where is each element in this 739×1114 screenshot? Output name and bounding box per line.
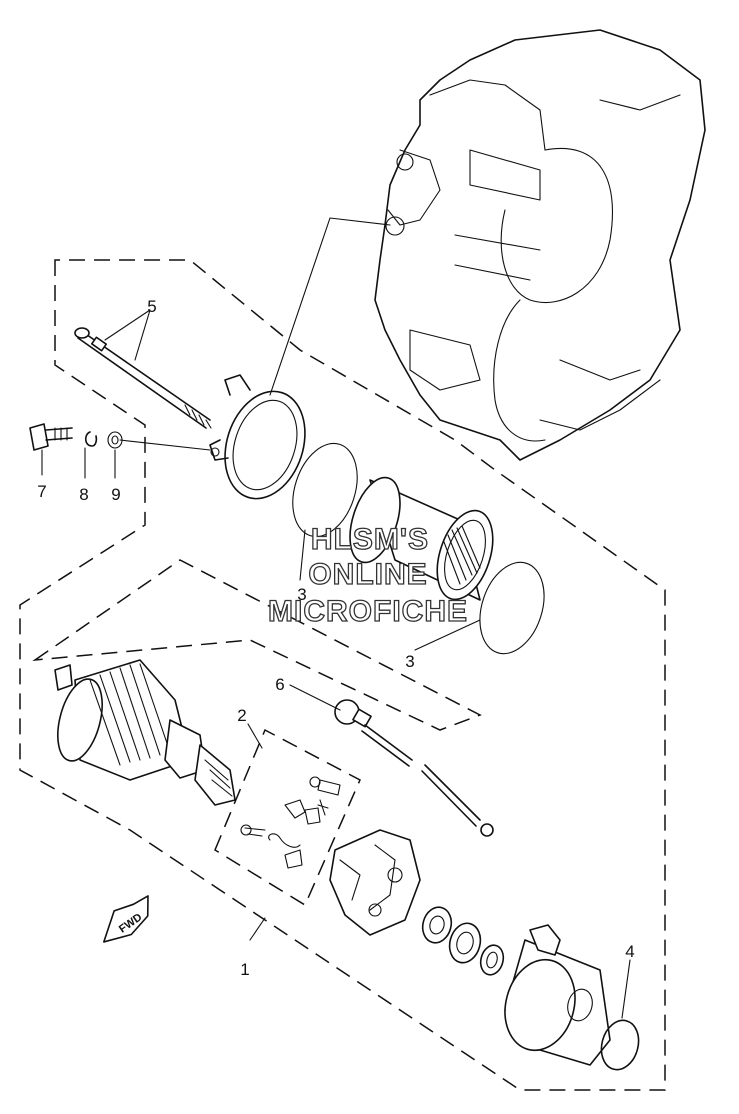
brush-set <box>240 776 341 869</box>
watermark-line-3: MICROFICHE <box>268 595 468 628</box>
callout-9: 9 <box>111 485 120 504</box>
front-cover <box>209 374 306 500</box>
armature <box>54 659 236 806</box>
brush-kit-outline <box>214 728 361 907</box>
watermark-line-1: HLSM'S <box>311 523 429 556</box>
bolt-7 <box>29 423 73 451</box>
callout-4: 4 <box>625 942 634 961</box>
bearing <box>448 922 482 964</box>
callout-5: 5 <box>147 297 156 316</box>
terminal-bolt <box>334 699 494 837</box>
callout-7: 7 <box>37 482 46 501</box>
o-ring-4 <box>600 1019 640 1071</box>
o-ring-gasket-upper <box>292 442 358 538</box>
armature-kit-outline <box>32 559 482 731</box>
watermark-line-2: ONLINE <box>308 558 427 591</box>
callout-1: 1 <box>240 960 249 979</box>
yoke-housing <box>349 476 494 601</box>
spacer-washer <box>479 944 505 976</box>
through-bolt <box>74 327 212 429</box>
rear-cover <box>504 924 611 1066</box>
callout-3-lower: 3 <box>405 652 414 671</box>
callout-3-upper: 3 <box>297 585 306 604</box>
leader-lines <box>41 217 631 1019</box>
lock-washer-8 <box>84 431 98 447</box>
callout-2: 2 <box>237 706 246 725</box>
thrust-washer <box>421 906 453 944</box>
o-ring-gasket-lower <box>479 561 545 655</box>
callout-6: 6 <box>275 675 284 694</box>
watermark: HLSM'S ONLINE MICROFICHE <box>267 522 468 628</box>
callout-8: 8 <box>79 485 88 504</box>
fwd-direction-arrow: FWD <box>103 895 149 943</box>
brush-holder <box>329 829 421 936</box>
crankcase <box>374 29 706 461</box>
